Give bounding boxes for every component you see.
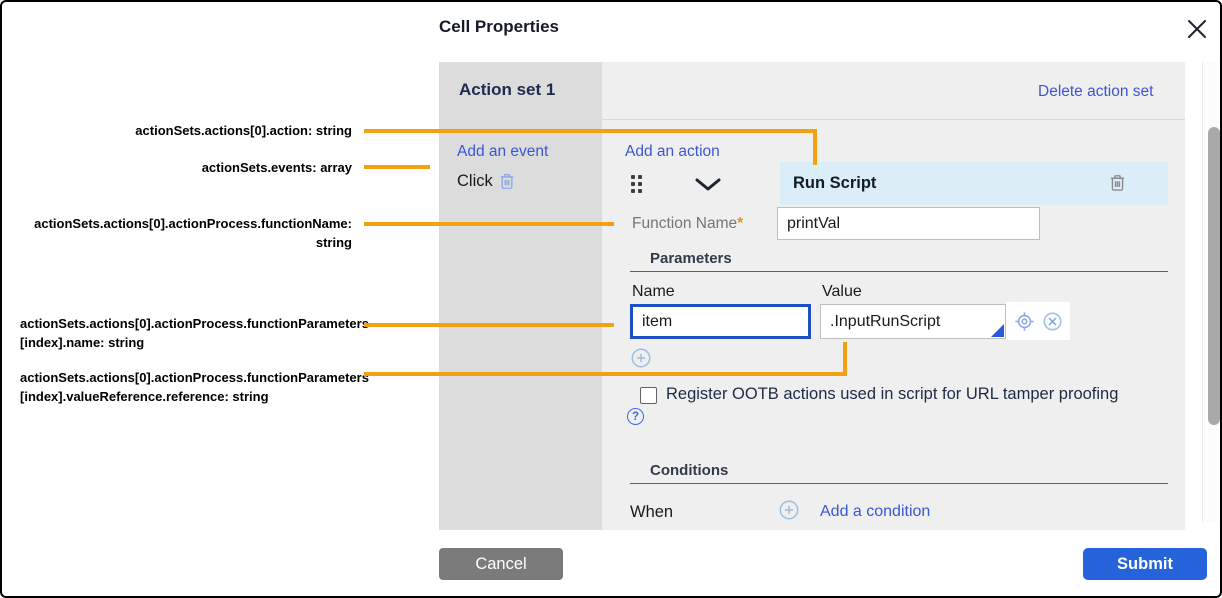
param-value-column-header: Value [822,283,862,300]
parameters-divider [630,271,1168,272]
close-icon[interactable] [1182,14,1212,44]
chevron-down-icon[interactable] [693,176,723,194]
action-set-header-right-bg [602,62,1185,120]
param-value-input[interactable] [820,304,1006,339]
add-condition-link[interactable]: Add a condition [820,503,931,520]
scrollbar-thumb[interactable] [1208,127,1220,425]
clear-value-icon[interactable] [1041,310,1064,333]
annotation-events: actionSets.events: array [201,160,352,175]
required-asterisk: * [737,215,744,232]
help-icon[interactable]: ? [627,408,644,425]
register-ootb-checkbox[interactable] [640,387,657,404]
connector-line-function-name [364,222,614,226]
annotation-function-name: actionSets.actions[0].actionProcess.func… [34,216,352,250]
annotation-param-value-line1: actionSets.actions[0].actionProcess.func… [20,370,369,385]
connector-line-param-name [364,323,614,327]
annotation-param-value-line2: [index].valueReference.reference: string [20,389,269,404]
annotation-action: actionSets.actions[0].action: string [135,123,352,138]
add-event-link[interactable]: Add an event [457,143,549,160]
submit-button[interactable]: Submit [1083,548,1207,580]
run-script-header[interactable] [780,162,1168,205]
drag-handle-icon[interactable] [631,175,645,194]
function-name-label-text: Function Name [632,215,738,232]
delete-action-set-link[interactable]: Delete action set [1038,83,1154,100]
connector-line-action-vertical [813,129,817,165]
cancel-button[interactable]: Cancel [439,548,563,580]
annotation-param-value: actionSets.actions[0].actionProcess.func… [20,368,369,406]
action-set-title: Action set 1 [459,80,556,99]
page-title: Cell Properties [439,17,559,36]
function-name-input[interactable] [777,207,1040,240]
annotation-param-name-line2: [index].name: string [20,335,145,350]
delete-event-trash-icon[interactable] [497,171,517,192]
connector-line-events [364,165,430,169]
conditions-divider [630,483,1168,484]
action-set-header-bg [439,62,602,120]
add-parameter-icon[interactable] [630,347,652,369]
annotation-param-name: actionSets.actions[0].actionProcess.func… [20,314,369,352]
add-action-link[interactable]: Add an action [625,143,720,160]
param-name-column-header: Name [632,283,675,300]
delete-action-trash-icon[interactable] [1107,172,1128,194]
annotation-param-name-line1: actionSets.actions[0].actionProcess.func… [20,316,369,331]
connector-line-param-value-horizontal [364,372,847,376]
parameters-section-label: Parameters [650,250,732,267]
connector-line-param-value-vertical [843,342,847,376]
function-name-label: Function Name* [632,215,743,233]
connector-line-action-horizontal [364,129,817,133]
conditions-section-label: Conditions [650,462,729,479]
event-item-click[interactable]: Click [457,172,493,190]
value-input-resize-corner[interactable] [991,324,1004,337]
param-name-input[interactable] [630,304,811,339]
add-condition-icon[interactable] [778,499,800,521]
run-script-title: Run Script [793,174,877,192]
register-ootb-checkbox-label: Register OOTB actions used in script for… [666,385,1119,403]
when-label: When [630,503,674,521]
target-picker-icon[interactable] [1013,310,1036,333]
